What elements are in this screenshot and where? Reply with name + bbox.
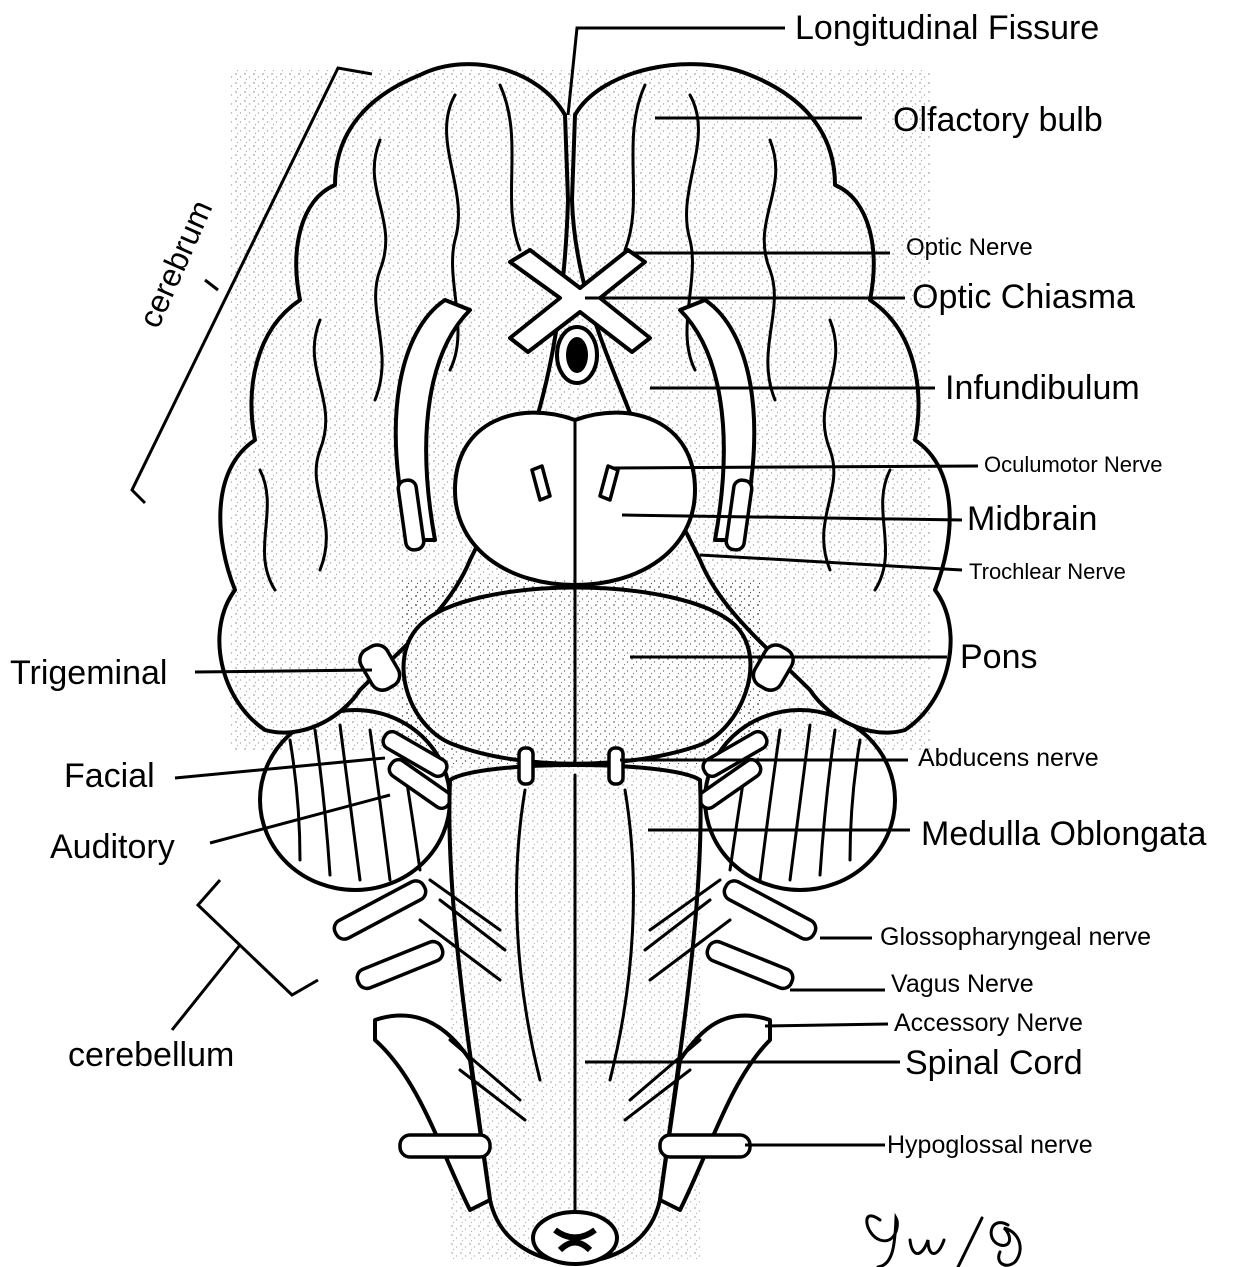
label-vagus-nerve: Vagus Nerve [891,970,1034,998]
label-hypoglossal-nerve: Hypoglossal nerve [887,1131,1093,1159]
label-olfactory-bulb: Olfactory bulb [893,101,1103,139]
label-infundibulum: Infundibulum [945,369,1140,407]
label-cerebrum: cerebrum [132,195,220,333]
label-accessory-nerve: Accessory Nerve [894,1009,1083,1037]
label-midbrain: Midbrain [967,500,1097,538]
label-facial: Facial [64,757,155,795]
label-longitudinal-fissure: Longitudinal Fissure [795,9,1099,47]
label-glossopharyngeal-nerve: Glossopharyngeal nerve [880,923,1151,951]
label-spinal-cord: Spinal Cord [905,1044,1083,1082]
artist-signature [867,1216,1020,1267]
label-oculomotor-nerve: Oculumotor Nerve [984,452,1163,477]
label-abducens-nerve: Abducens nerve [918,744,1099,772]
label-medulla-oblongata: Medulla Oblongata [921,815,1207,853]
label-auditory: Auditory [50,828,175,866]
label-optic-chiasma: Optic Chiasma [912,278,1135,316]
label-trigeminal: Trigeminal [10,654,167,692]
pons-illustration [356,580,798,770]
label-optic-nerve: Optic Nerve [906,234,1033,261]
label-pons: Pons [960,638,1038,676]
label-trochlear-nerve: Trochlear Nerve [969,559,1126,584]
label-cerebellum: cerebellum [68,1036,234,1074]
